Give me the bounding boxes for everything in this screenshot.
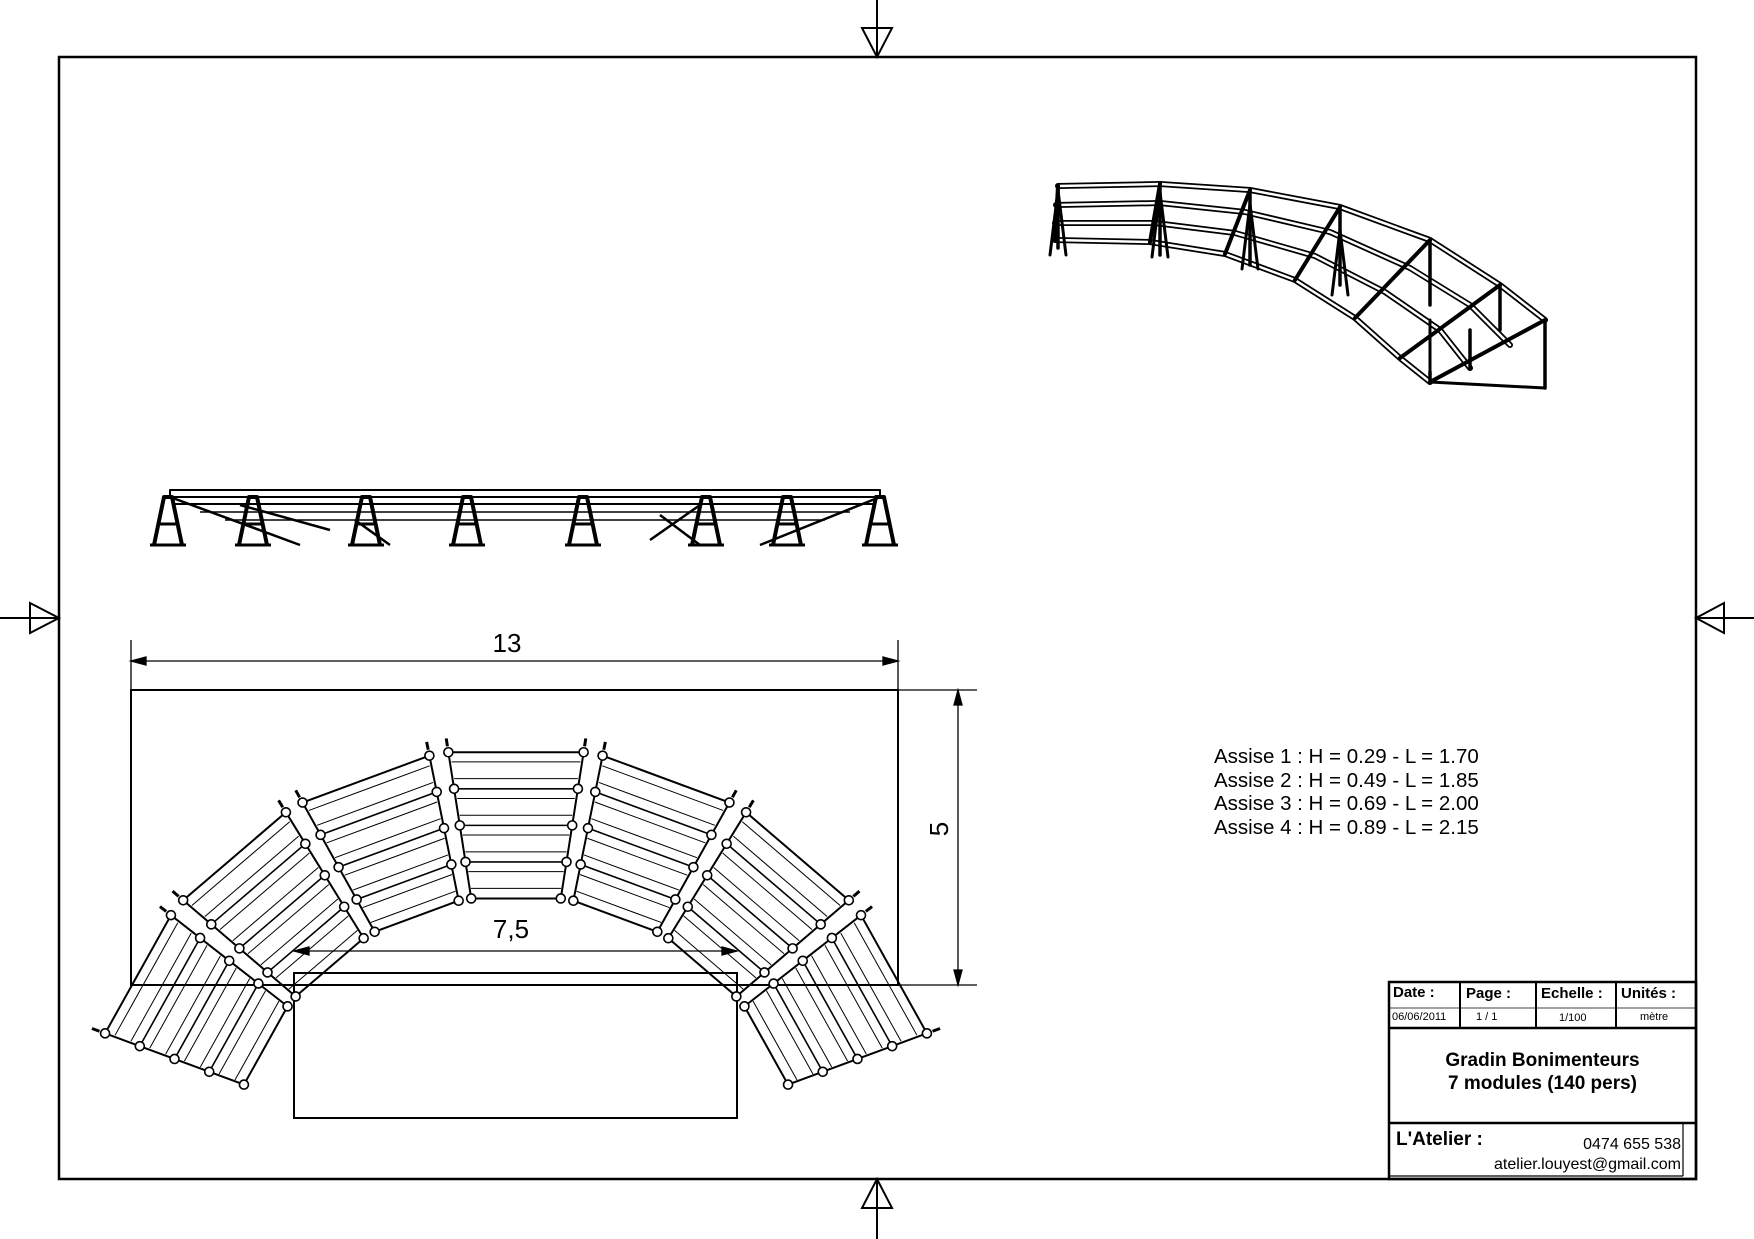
drawing-title: Gradin Bonimenteurs 7 modules (140 pers): [1389, 1049, 1696, 1095]
dimension-overall-width: 13: [493, 628, 522, 658]
scale-label: Echelle :: [1541, 985, 1603, 1002]
dimension-lines: [128, 640, 977, 988]
page-value: 1 / 1: [1476, 1011, 1498, 1023]
company-email: atelier.louyest@gmail.com: [1494, 1156, 1681, 1173]
date-label: Date :: [1393, 984, 1435, 1001]
spec-row-2: Assise 2 : H = 0.49 - L = 1.85: [1214, 768, 1479, 792]
scale-value: 1/100: [1559, 1012, 1587, 1024]
company-name: L'Atelier :: [1396, 1129, 1483, 1150]
title-block: [1387, 980, 1698, 1181]
plan-bounding-box: [130, 689, 899, 986]
page-label: Page :: [1466, 985, 1512, 1002]
units-value: mètre: [1640, 1011, 1669, 1023]
spec-row-4: Assise 4 : H = 0.89 - L = 2.15: [1214, 815, 1479, 839]
dimension-inner-width: 7,5: [493, 914, 529, 944]
drawing-title-line-1: Gradin Bonimenteurs: [1445, 1050, 1640, 1071]
spec-row-1: Assise 1 : H = 0.29 - L = 1.70: [1214, 745, 1479, 768]
spec-row-3: Assise 3 : H = 0.69 - L = 2.00: [1214, 792, 1479, 815]
company-phone: 0474 655 538: [1583, 1136, 1681, 1153]
drawing-title-line-2: 7 modules (140 pers): [1447, 1073, 1638, 1094]
drawing-frame: [57, 55, 1698, 1181]
plan-view: [91, 689, 941, 1119]
elevation-view: [150, 489, 898, 547]
dimension-overall-depth: 5: [924, 822, 954, 836]
seat-specifications: Assise 1 : H = 0.29 - L = 1.70 Assise 2 …: [1214, 745, 1479, 839]
units-label: Unités :: [1621, 985, 1677, 1002]
stage-rectangle: [293, 972, 738, 1119]
date-value: 06/06/2011: [1392, 1011, 1447, 1023]
plan-seating-arc: [91, 738, 941, 1090]
isometric-view: [1048, 181, 1548, 390]
